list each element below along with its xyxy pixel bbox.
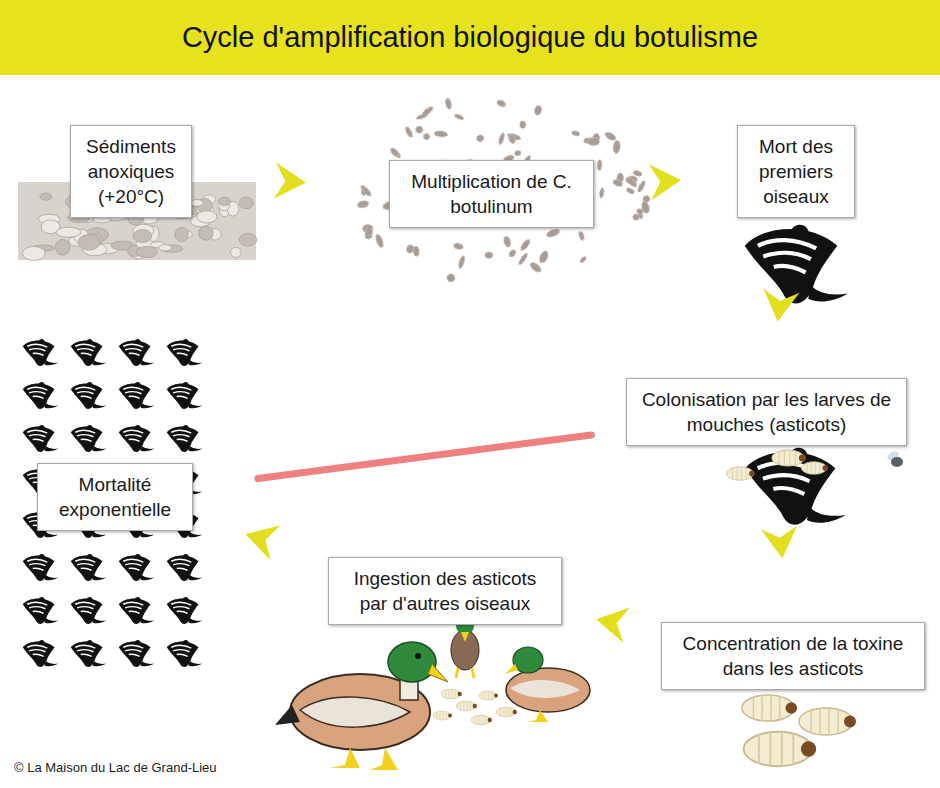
step-box: Concentration de la toxine dans les asti… bbox=[661, 622, 925, 690]
step-text: Sédiments anoxiques (+20°C) bbox=[81, 134, 181, 209]
step-text: Mortalité exponentielle bbox=[48, 472, 182, 522]
flow-arrow bbox=[274, 162, 306, 198]
copyright-label: © La Maison du Lac de Grand-Lieu bbox=[14, 760, 217, 775]
step-box: Colonisation par les larves de mouches (… bbox=[626, 378, 907, 446]
step-text: Ingestion des asticots par d'autres oise… bbox=[339, 566, 551, 616]
flow-arrow bbox=[761, 525, 797, 558]
step-text: Mort des premiers oiseaux bbox=[748, 134, 844, 209]
step-box: Ingestion des asticots par d'autres oise… bbox=[328, 557, 562, 625]
step-text: Colonisation par les larves de mouches (… bbox=[637, 387, 896, 437]
step-box: Mort des premiers oiseaux bbox=[737, 125, 855, 218]
step-text: Concentration de la toxine dans les asti… bbox=[672, 631, 914, 681]
copyright-label: © La Maison du Lac de Grand-Lieu bbox=[14, 760, 217, 775]
step-box: Sédiments anoxiques (+20°C) bbox=[70, 125, 192, 218]
step-box: Multiplication de C. botulinum bbox=[389, 160, 594, 228]
flow-arrow bbox=[763, 288, 799, 321]
step-text: Multiplication de C. botulinum bbox=[400, 169, 583, 219]
diagram-title: Cycle d'amplification biologique du botu… bbox=[0, 0, 940, 75]
step-box: Mortalité exponentielle bbox=[37, 463, 193, 531]
flow-arrow bbox=[596, 607, 630, 643]
flow-arrow bbox=[649, 164, 681, 200]
flow-arrow bbox=[245, 525, 280, 560]
feedback-arrow bbox=[258, 435, 591, 479]
